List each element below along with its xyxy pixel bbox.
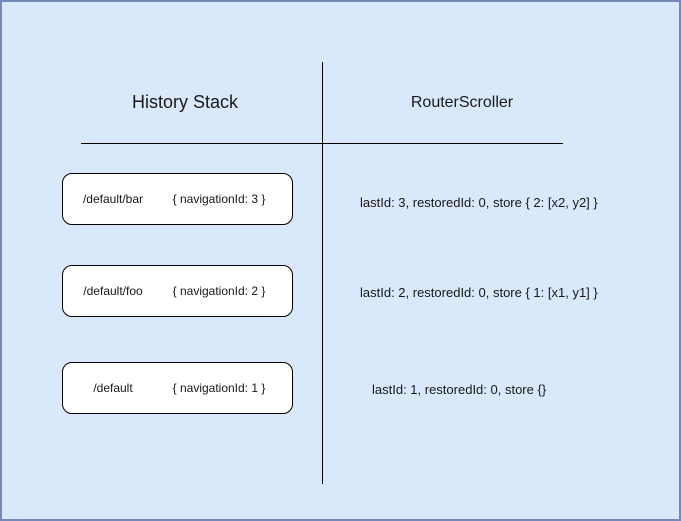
router-scroller-header: RouterScroller — [410, 94, 514, 111]
history-stack-header: History Stack — [131, 92, 239, 112]
router-scroller-state-3: lastId: 3, restoredId: 0, store { 2: [x2… — [360, 195, 598, 210]
navigation-state-label: { navigationId: 1 } — [172, 381, 266, 395]
router-scroller-state-1: lastId: 1, restoredId: 0, store {} — [372, 382, 547, 397]
route-label: /default/bar — [82, 192, 144, 206]
navigation-state-label: { navigationId: 3 } — [172, 192, 266, 206]
history-entry-node-2: /default/foo { navigationId: 2 } — [62, 265, 293, 317]
route-label: /default — [93, 381, 133, 395]
history-entry-node-3: /default/bar { navigationId: 3 } — [62, 173, 293, 225]
history-entry-node-1: /default { navigationId: 1 } — [62, 362, 293, 414]
route-label: /default/foo — [83, 284, 143, 298]
column-divider-line — [322, 62, 323, 484]
navigation-state-label: { navigationId: 2 } — [172, 284, 266, 298]
router-scroller-state-2: lastId: 2, restoredId: 0, store { 1: [x1… — [360, 285, 598, 300]
header-underline — [81, 143, 563, 144]
